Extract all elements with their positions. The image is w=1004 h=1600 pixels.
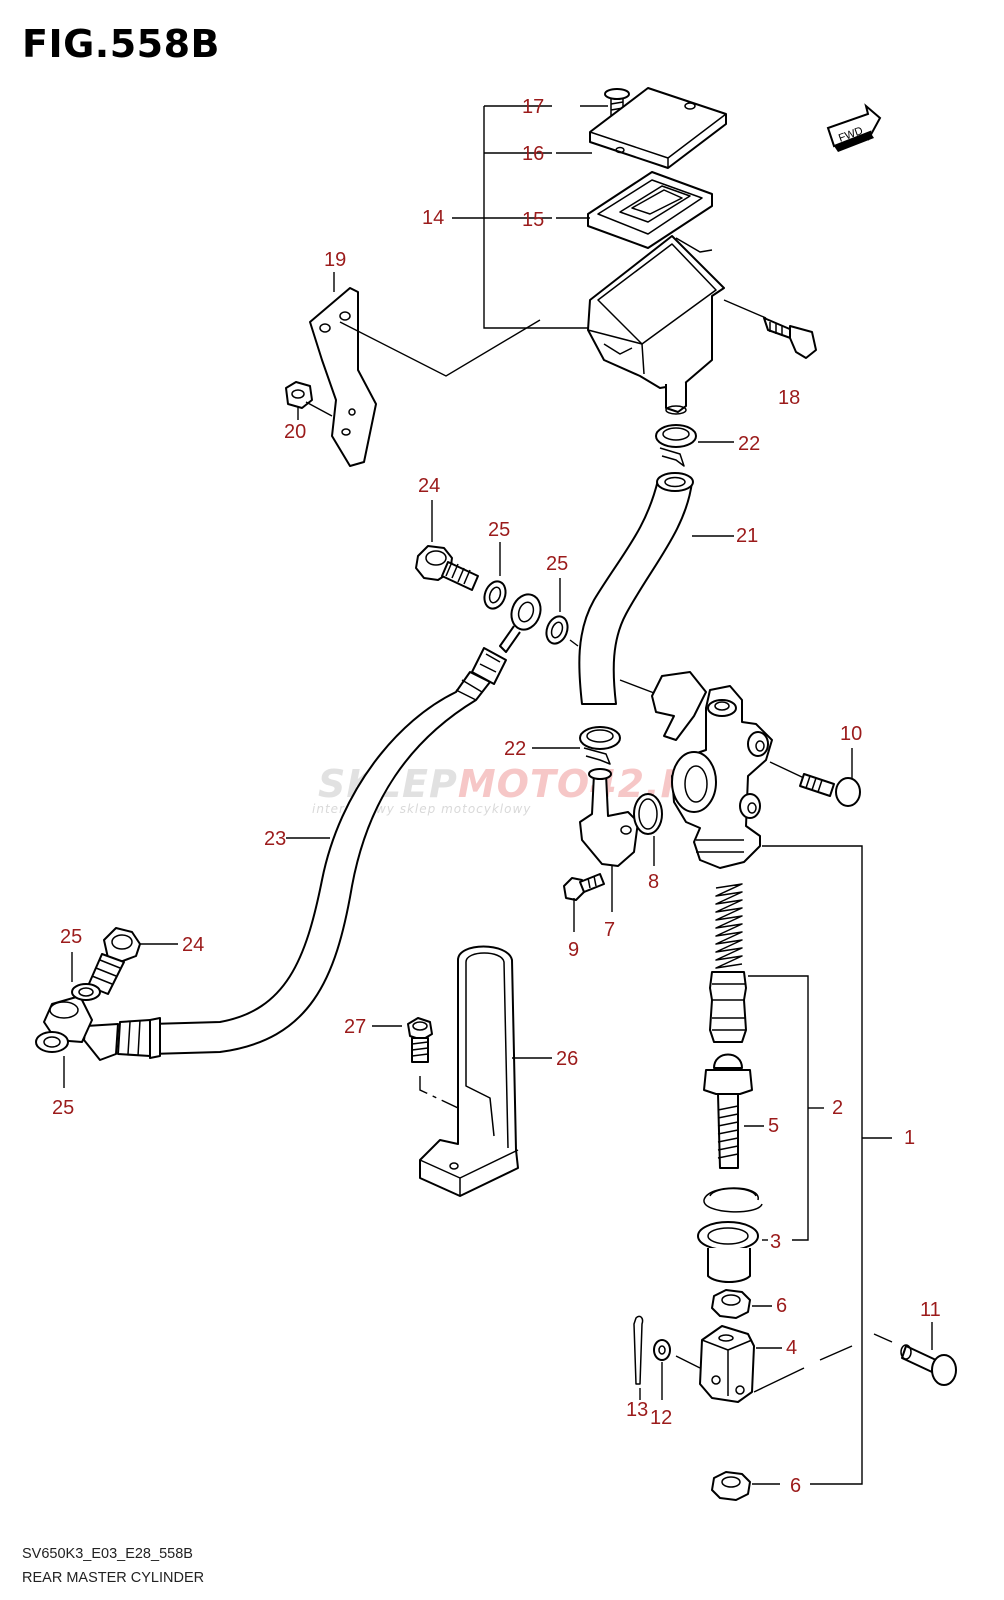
callout-labels: 1 2 3 4 5 6 6 7 8 9 10 11 12 13 14 15 16… [52, 96, 941, 1497]
bolt-part-27 [372, 1017, 459, 1120]
callout-25-c: 25 [60, 926, 82, 948]
figure-caption: REAR MASTER CYLINDER [22, 1570, 205, 1586]
callout-6-upper: 6 [776, 1295, 787, 1317]
callout-8: 8 [648, 871, 659, 893]
callout-19: 19 [324, 249, 346, 271]
callout-13: 13 [626, 1399, 648, 1421]
piston-part-2 [709, 971, 824, 1241]
callout-27: 27 [344, 1016, 366, 1038]
connector-group [563, 768, 663, 932]
callout-21: 21 [736, 525, 758, 547]
callout-16: 16 [522, 143, 544, 165]
bolt-part-9 [563, 873, 605, 932]
brake-hose-part-23 [149, 671, 491, 1055]
callout-22-lower: 22 [504, 738, 526, 760]
boot-part-3 [697, 1221, 768, 1283]
reservoir-group [285, 87, 817, 467]
nut-part-6-lower [711, 1471, 780, 1501]
bolt-part-18 [723, 299, 817, 359]
washer-part-25-c [71, 952, 101, 1001]
diaphragm-part-15 [556, 171, 713, 249]
washer-part-25-b [545, 578, 579, 647]
callout-24-upper: 24 [418, 475, 440, 497]
callout-18: 18 [778, 387, 800, 409]
callout-20: 20 [284, 421, 306, 443]
callout-17: 17 [522, 96, 544, 118]
master-cylinder-body [619, 671, 892, 1485]
callout-25-d: 25 [52, 1097, 74, 1119]
brake-hose-group [35, 500, 579, 1088]
pin-part-11 [873, 1322, 957, 1386]
banjo-fitting-upper [471, 593, 542, 685]
hose-clamp-part-22-upper [655, 424, 734, 467]
bracket-part-19 [309, 272, 541, 467]
o-ring-part-8 [633, 793, 663, 866]
callout-5: 5 [768, 1115, 779, 1137]
nut-part-6-upper [711, 1289, 772, 1319]
washer-part-25-a [483, 542, 507, 610]
callout-14: 14 [422, 207, 444, 229]
callout-23: 23 [264, 828, 286, 850]
circlip-part [703, 1187, 763, 1213]
bolt-part-10 [769, 748, 861, 807]
callout-12: 12 [650, 1407, 672, 1429]
callout-1: 1 [904, 1127, 915, 1149]
figure-title: FIG.558B [22, 22, 221, 66]
reservoir-body [587, 235, 725, 415]
callout-2: 2 [832, 1097, 843, 1119]
callout-22-upper: 22 [738, 433, 760, 455]
clevis-part-4 [675, 1325, 853, 1403]
hose-part-21 [578, 472, 734, 705]
reservoir-cap-part-16 [556, 87, 727, 169]
nut-part-20 [285, 381, 333, 420]
cotter-pin-part-13 [633, 1315, 644, 1400]
hose-clamp-part-22-lower [532, 726, 621, 765]
banjo-bolt-part-24-lower [87, 927, 178, 995]
callout-11: 11 [920, 1299, 941, 1321]
callout-15: 15 [522, 209, 544, 231]
washer-part-25-d [35, 1031, 69, 1088]
hose-joint-part-7 [579, 768, 639, 912]
callout-3: 3 [770, 1231, 781, 1253]
callout-7: 7 [604, 919, 615, 941]
callout-6-lower: 6 [790, 1475, 801, 1497]
reservoir-hose-group [532, 424, 734, 765]
callout-24-lower: 24 [182, 934, 204, 956]
banjo-bolt-part-24-upper [415, 500, 479, 591]
callout-4: 4 [786, 1337, 797, 1359]
banjo-fitting-lower [43, 995, 161, 1061]
washer-part-12 [653, 1339, 671, 1400]
fwd-arrow-icon: FWD [826, 103, 882, 152]
callout-25-b: 25 [546, 553, 568, 575]
callout-9: 9 [568, 939, 579, 961]
watermark-part: MOTO [457, 762, 591, 806]
guard-part-26 [419, 945, 552, 1197]
callout-26: 26 [556, 1048, 578, 1070]
callout-25-a: 25 [488, 519, 510, 541]
callout-10: 10 [840, 723, 862, 745]
push-rod-part-5 [703, 1053, 764, 1169]
figure-code: SV650K3_E03_E28_558B [22, 1546, 193, 1562]
spring-part [715, 883, 743, 969]
